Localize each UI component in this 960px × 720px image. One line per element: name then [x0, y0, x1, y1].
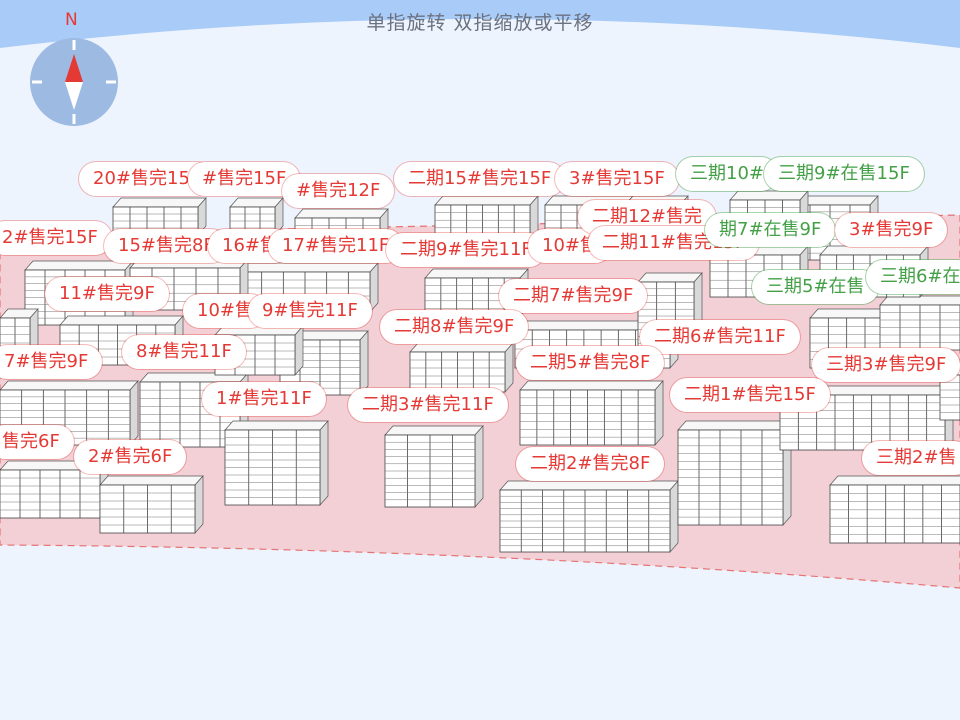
building-tag[interactable]: 2#售完15F: [0, 221, 112, 255]
building-block[interactable]: [99, 475, 204, 534]
compass-icon: [30, 38, 118, 126]
building-tag[interactable]: 二期5#售完8F: [516, 346, 665, 380]
building-tag[interactable]: 二期3#售完11F: [348, 388, 508, 422]
building-block[interactable]: [677, 420, 792, 526]
building-tag[interactable]: 三期9#在售15F: [764, 157, 924, 191]
building-tag[interactable]: 三期3#售完9F: [812, 348, 960, 382]
building-block[interactable]: [384, 425, 484, 508]
building-tag[interactable]: 3#售完9F: [835, 213, 948, 247]
building-tag[interactable]: 二期8#售完9F: [380, 310, 529, 344]
building-block[interactable]: [779, 385, 954, 451]
compass-north-label: N: [65, 10, 78, 30]
building-tag[interactable]: #售完15F: [188, 162, 301, 196]
building-tag[interactable]: 三期5#在售: [752, 270, 879, 304]
compass[interactable]: [28, 36, 120, 128]
gesture-hint: 单指旋转 双指缩放或平移: [366, 12, 594, 34]
building-tag[interactable]: 二期7#售完9F: [499, 279, 648, 313]
building-tag[interactable]: 1#售完11F: [202, 382, 326, 416]
building-tag[interactable]: 3#售完15F: [555, 162, 679, 196]
building-block[interactable]: [224, 420, 329, 506]
building-tag[interactable]: 售完6F: [0, 425, 74, 459]
sky-band: [0, 0, 960, 48]
building-tag[interactable]: #售完12F: [282, 174, 395, 208]
building-tag[interactable]: 9#售完11F: [248, 294, 372, 328]
building-tag[interactable]: 7#售完9F: [0, 345, 103, 379]
building-tag[interactable]: 2#售完6F: [74, 440, 187, 474]
building-block[interactable]: [499, 480, 679, 553]
building-tag[interactable]: 8#售完11F: [122, 335, 246, 369]
building-tag[interactable]: 三期2#售: [862, 441, 960, 475]
building-tag[interactable]: 15#售完8F: [104, 229, 228, 263]
building-tag[interactable]: 二期1#售完15F: [670, 378, 830, 412]
building-tag[interactable]: 三期6#在: [866, 260, 960, 294]
building-tag[interactable]: 二期9#售完11F: [386, 233, 546, 267]
building-block[interactable]: [829, 475, 960, 544]
building-block[interactable]: [879, 295, 960, 351]
building-tag[interactable]: 11#售完9F: [45, 277, 169, 311]
building-block[interactable]: [409, 342, 514, 393]
building-tag[interactable]: 二期2#售完8F: [516, 447, 665, 481]
building-tag[interactable]: 17#售完11F: [268, 229, 404, 263]
building-tag[interactable]: 二期15#售完15F: [394, 162, 566, 196]
building-tag[interactable]: 三期10#: [676, 157, 778, 191]
building-tag[interactable]: 二期6#售完11F: [640, 320, 800, 354]
building-block[interactable]: [519, 380, 664, 446]
building-tag[interactable]: 期7#在售9F: [705, 213, 836, 247]
